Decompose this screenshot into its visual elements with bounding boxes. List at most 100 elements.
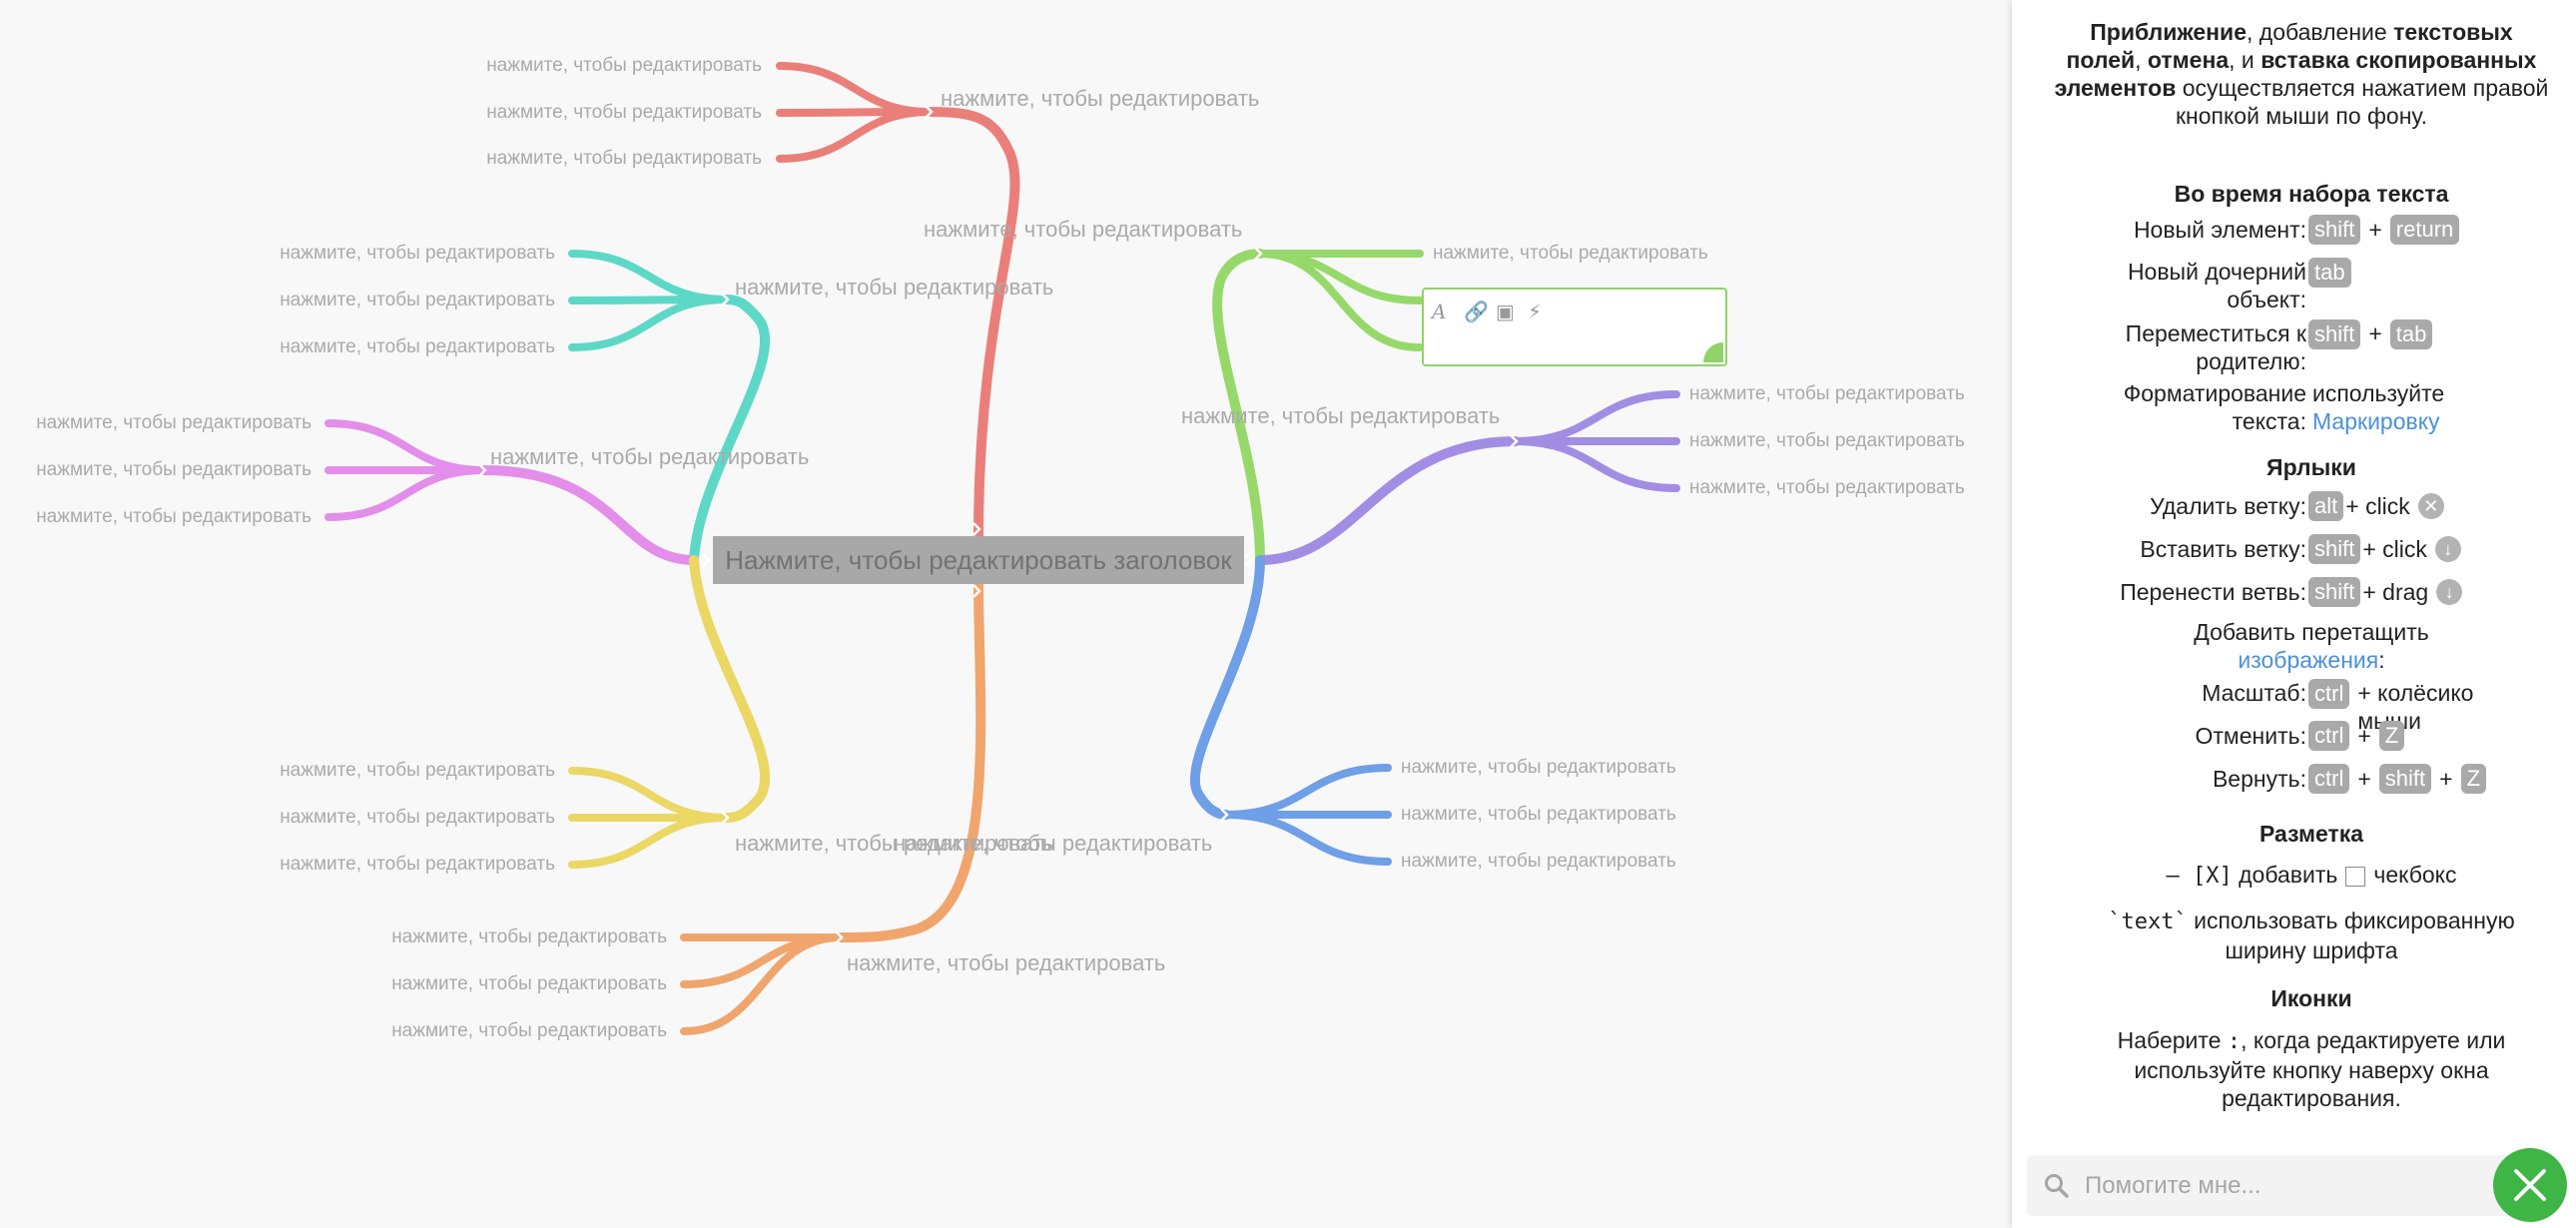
central-topic[interactable]: Нажмите, чтобы редактировать заголовок	[713, 536, 1244, 584]
leaf-node[interactable]: нажмите, чтобы редактировать	[486, 102, 762, 123]
link-icon[interactable]: 🔗	[1464, 302, 1489, 323]
leaf-node[interactable]: нажмите, чтобы редактировать	[1401, 804, 1676, 825]
leaf-node[interactable]: нажмите, чтобы редактировать	[36, 506, 312, 527]
chevron-icon[interactable]	[835, 930, 844, 944]
leaf-node[interactable]: нажмите, чтобы редактировать	[1401, 757, 1676, 778]
key-ctrl: ctrl	[2308, 679, 2350, 709]
leaf-node[interactable]: нажмите, чтобы редактировать	[391, 973, 667, 994]
branch-node-blue[interactable]: нажмите, чтобы редактировать	[894, 831, 1213, 856]
key-alt: alt	[2308, 491, 2344, 521]
branch-teal	[689, 295, 770, 565]
leaf-link-orange	[680, 933, 845, 1035]
leaf-node[interactable]: нажмите, чтобы редактировать	[36, 412, 312, 433]
key-shift: shift	[2308, 534, 2361, 564]
leaf-node[interactable]: нажмите, чтобы редактировать	[280, 807, 555, 828]
lightning-icon[interactable]: ⚡	[1528, 302, 1543, 323]
leaf-node[interactable]: нажмите, чтобы редактировать	[391, 926, 667, 947]
shortcut-new-item: Новый элемент: shift+return	[2107, 215, 2461, 245]
leaf-link-yellow	[568, 814, 731, 869]
leaf-node[interactable]: нажмите, чтобы редактировать	[1401, 851, 1676, 872]
leaf-node[interactable]: нажмите, чтобы редактировать	[486, 148, 762, 169]
resize-handle[interactable]	[1703, 342, 1723, 362]
branch-node-teal[interactable]: нажмите, чтобы редактировать	[735, 275, 1054, 300]
leaf-node[interactable]: нажмите, чтобы редактировать	[280, 760, 555, 781]
leaf-link-blue	[1222, 811, 1392, 866]
branch-red	[926, 107, 1020, 541]
chevron-icon[interactable]	[925, 105, 934, 119]
arrow-down-icon: ↓	[2434, 536, 2461, 562]
leaf-node[interactable]: нажмите, чтобы редактировать	[1689, 430, 1965, 451]
chevron-icon[interactable]	[972, 522, 981, 536]
chevron-icon[interactable]	[1510, 434, 1519, 448]
leaf-link-yellow	[568, 767, 731, 822]
key-z: Z	[2460, 764, 2487, 794]
help-search-box[interactable]	[2027, 1155, 2516, 1216]
key-return: return	[2389, 215, 2460, 245]
leaf-node[interactable]: нажмите, чтобы редактировать	[486, 55, 762, 76]
branch-node-magenta[interactable]: нажмите, чтобы редактировать	[490, 444, 810, 469]
shortcut-new-child: Новый дочерний объект: tab	[2107, 258, 2353, 313]
chevron-icon[interactable]	[478, 463, 487, 477]
shortcut-redo: Вернуть: ctrl+shift+Z	[2107, 764, 2488, 794]
leaf-link-red	[776, 108, 935, 163]
help-panel: Приближение, добавление текстовых полей,…	[2012, 0, 2576, 1228]
branch-node-red[interactable]: нажмите, чтобы редактировать	[941, 86, 1260, 111]
key-shift: shift	[2308, 319, 2361, 349]
leaf-link-purple	[1512, 390, 1680, 445]
leaf-node[interactable]: нажмите, чтобы редактировать	[280, 336, 555, 357]
key-shift: shift	[2378, 764, 2432, 794]
icons-heading: Иконки	[2270, 985, 2352, 1011]
leaf-link-red	[776, 62, 935, 116]
leaf-node[interactable]: нажмите, чтобы редактировать	[280, 854, 555, 875]
branch-blue	[1189, 555, 1265, 820]
shortcut-delete-branch: Удалить ветку: alt+ click✕	[2107, 491, 2444, 521]
branch-purple	[1255, 436, 1521, 565]
shortcut-insert-branch: Вставить ветку: shift+ click↓	[2107, 534, 2461, 564]
chevron-icon[interactable]	[1244, 553, 1253, 567]
mindmap-canvas[interactable]: нажмите, чтобы редактировать нажмите, что…	[0, 0, 2012, 1228]
key-tab: tab	[2308, 258, 2351, 288]
branch-node-red-secondary[interactable]: нажмите, чтобы редактировать	[924, 217, 1243, 242]
shortcut-to-parent: Переместиться к родителю: shift+tab	[2107, 319, 2434, 375]
branch-node-yellow[interactable]: нажмите, чтобы редактировать	[735, 831, 1054, 856]
branch-magenta	[479, 465, 699, 565]
typing-heading: Во время набора текста	[2174, 181, 2449, 207]
node-editor[interactable]: A 🔗 ▣ ⚡	[1422, 288, 1727, 366]
chevron-icon[interactable]	[721, 811, 730, 825]
leaf-node[interactable]: нажмите, чтобы редактировать	[1689, 477, 1965, 498]
icons-help-text: Наберите :, когда редактируете или испол…	[2117, 1027, 2506, 1111]
chevron-icon[interactable]	[1254, 247, 1263, 261]
images-link[interactable]: изображения	[2238, 647, 2379, 673]
image-icon[interactable]: ▣	[1496, 302, 1515, 323]
checkbox-icon	[2345, 866, 2366, 887]
shortcut-undo: Отменить: ctrl+Z	[2107, 721, 2406, 751]
chevron-icon[interactable]	[1220, 808, 1229, 822]
key-shift: shift	[2308, 215, 2361, 245]
markdown-link[interactable]: Маркировку	[2312, 408, 2440, 434]
leaf-node[interactable]: нажмите, чтобы редактировать	[280, 243, 555, 264]
branch-node-green[interactable]: нажмите, чтобы редактировать	[1181, 403, 1501, 428]
key-tab: tab	[2389, 319, 2433, 349]
close-help-button[interactable]	[2493, 1148, 2567, 1222]
leaf-node[interactable]: нажмите, чтобы редактировать	[280, 290, 555, 310]
chevron-icon[interactable]	[972, 584, 981, 598]
leaf-link-magenta	[324, 466, 488, 521]
branch-orange	[836, 579, 986, 942]
leaf-node[interactable]: нажмите, чтобы редактировать	[36, 459, 312, 480]
font-icon[interactable]: A	[1432, 300, 1447, 323]
intro-text: Приближение, добавление текстовых полей,…	[2054, 19, 2549, 129]
leaf-node[interactable]: нажмите, чтобы редактировать	[391, 1020, 667, 1041]
key-shift: shift	[2308, 577, 2361, 607]
leaf-node[interactable]: нажмите, чтобы редактировать	[1433, 243, 1708, 264]
search-icon	[2045, 1173, 2069, 1198]
help-search-input[interactable]	[2083, 1170, 2486, 1201]
leaf-link-magenta	[324, 419, 488, 474]
chevron-icon[interactable]	[702, 553, 711, 567]
chevron-icon[interactable]	[721, 293, 730, 307]
key-ctrl: ctrl	[2308, 721, 2350, 751]
branch-node-orange[interactable]: нажмите, чтобы редактировать	[847, 950, 1166, 975]
leaf-node[interactable]: нажмите, чтобы редактировать	[1689, 383, 1965, 404]
